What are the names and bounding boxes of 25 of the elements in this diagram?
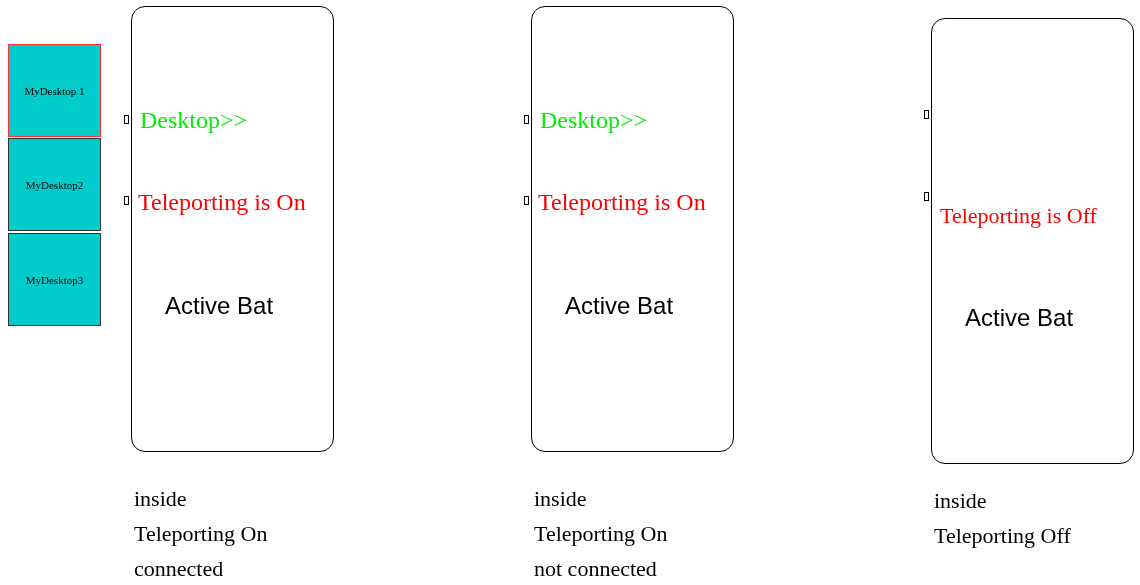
device-outline: [931, 18, 1134, 464]
desktop-name: MyDesktop2: [25, 178, 84, 191]
desktop-tile: [8, 233, 101, 326]
desktop-name: MyDesktop3: [25, 273, 84, 286]
caption-line: inside: [534, 486, 587, 512]
device-outline: [531, 6, 734, 452]
desktop-menu-label: Desktop>>: [140, 107, 248, 134]
caption-line: inside: [934, 488, 987, 514]
desktop-name: MyDesktop 1: [24, 84, 85, 97]
teleport-status-label: Teleporting is On: [538, 189, 706, 216]
caption-line: Teleporting On: [134, 521, 268, 547]
caption-line: Teleporting Off: [934, 523, 1071, 549]
teleport-status-label: Teleporting is On: [138, 189, 306, 216]
caption-line: Teleporting On: [534, 521, 668, 547]
desktop-tile: [8, 44, 101, 137]
desktop-tile: [8, 138, 101, 231]
device-name-label: Active Bat: [165, 292, 274, 320]
teleport-status-label: Teleporting is Off: [940, 203, 1097, 229]
device-name-label: Active Bat: [965, 304, 1074, 332]
device-outline: [131, 6, 334, 452]
caption-line: connected: [134, 556, 224, 582]
caption-line: inside: [134, 486, 187, 512]
desktop-menu-label: Desktop>>: [540, 107, 648, 134]
caption-line: not connected: [534, 556, 657, 582]
device-name-label: Active Bat: [565, 292, 674, 320]
